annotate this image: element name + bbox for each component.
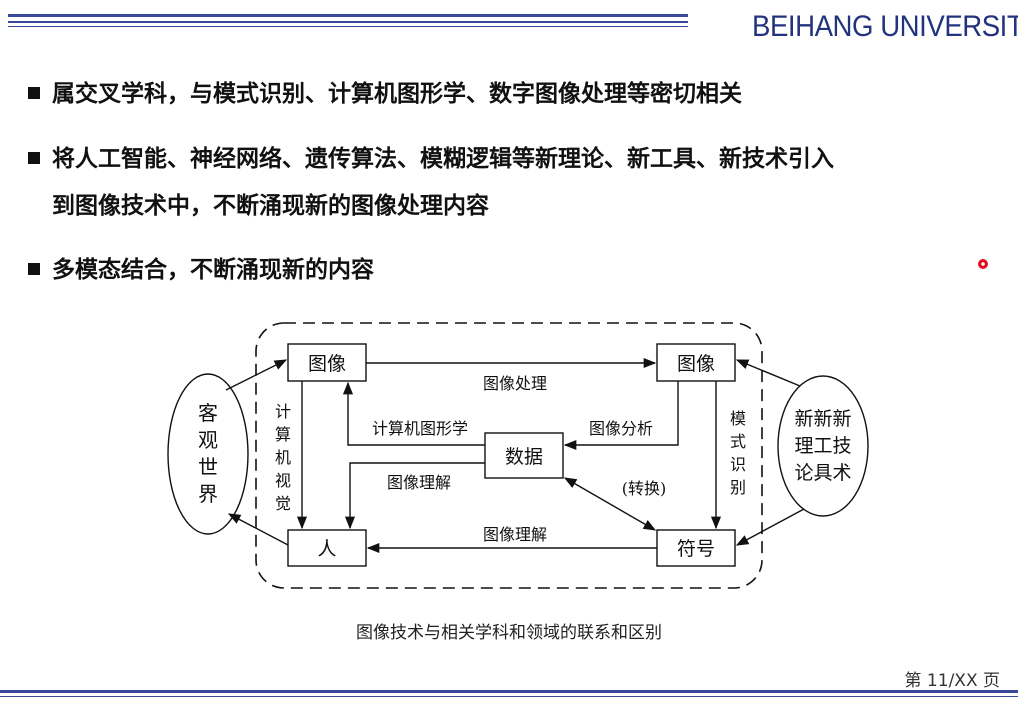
arrow — [563, 381, 679, 451]
arrow — [735, 508, 805, 546]
ellipse-text: 界 — [198, 482, 218, 506]
node-label-image-right: 图像 — [677, 353, 715, 375]
university-brand: BEIHANG UNIVERSIT — [752, 10, 1018, 43]
edge-label-computer-vision: 计 — [275, 402, 291, 421]
ellipse-objective-world — [167, 373, 249, 535]
laser-pointer-icon — [978, 259, 988, 269]
edge-label-image-understanding: 图像理解 — [483, 525, 547, 544]
box-person — [287, 529, 367, 567]
arrow — [225, 359, 288, 391]
bullet-text: 将人工智能、神经网络、遗传算法、模糊逻辑等新理论、新工具、新技术引入 — [52, 146, 834, 172]
page-number: 第 11/XX 页 — [904, 671, 1000, 691]
bullet-item: 将人工智能、神经网络、遗传算法、模糊逻辑等新理论、新工具、新技术引入 — [28, 139, 834, 173]
edge-label-computer-vision: 视 — [275, 471, 291, 490]
header-rule — [8, 21, 688, 23]
ellipse-text: 论具术 — [794, 462, 851, 484]
ellipse-text: 观 — [198, 428, 218, 452]
box-image-left — [287, 343, 367, 382]
box-image-right — [656, 343, 736, 382]
bullet-item: 属交叉学科，与模式识别、计算机图形学、数字图像处理等密切相关 — [28, 74, 742, 108]
ellipse-text: 理工技 — [794, 435, 851, 457]
edge-label-image-analysis: 图像分析 — [589, 419, 653, 438]
bullet-text-continued: 到图像技术中，不断涌现新的图像处理内容 — [52, 193, 489, 219]
bullet-square-icon — [28, 87, 40, 99]
edge-label-pattern-recognition: 模 — [730, 409, 746, 428]
edge-label-pattern-recognition: 识 — [730, 455, 746, 474]
node-label-symbol: 符号 — [677, 538, 715, 560]
arrow — [344, 462, 485, 530]
bullet-text: 属交叉学科，与模式识别、计算机图形学、数字图像处理等密切相关 — [52, 81, 742, 107]
header-rule — [8, 26, 688, 27]
ellipse-text: 客 — [198, 401, 218, 425]
edge-label-computer-vision: 觉 — [275, 494, 291, 513]
box-symbol — [656, 529, 736, 567]
figure-caption: 图像技术与相关学科和领域的联系和区别 — [356, 623, 662, 643]
header-rule — [8, 14, 688, 17]
bullet-text: 多模态结合，不断涌现新的内容 — [52, 257, 374, 283]
arrow — [227, 513, 289, 546]
edge-label-pattern-recognition: 别 — [730, 478, 746, 497]
ellipse-new-theory — [777, 375, 869, 517]
ellipse-text: 新新新 — [794, 408, 851, 430]
bullet-square-icon — [28, 152, 40, 164]
edge-label-transform: (转换) — [622, 479, 667, 498]
footer-rule — [0, 696, 1018, 697]
dashed-boundary — [255, 322, 763, 589]
edge-label-image-understanding: 图像理解 — [387, 473, 451, 492]
edge-label-image-processing: 图像处理 — [483, 374, 547, 393]
bullet-item: 多模态结合，不断涌现新的内容 — [28, 250, 374, 284]
arrow — [342, 381, 485, 446]
arrow — [735, 359, 801, 387]
edge-label-computer-graphics: 计算机图形学 — [372, 419, 468, 438]
ellipse-text: 世 — [198, 455, 218, 479]
box-data — [484, 432, 564, 479]
node-label-data: 数据 — [505, 446, 543, 468]
edge-label-computer-vision: 机 — [275, 448, 291, 467]
bullet-square-icon — [28, 263, 40, 275]
node-label-image-left: 图像 — [308, 353, 346, 375]
node-label-person: 人 — [317, 538, 336, 560]
edge-label-computer-vision: 算 — [275, 425, 291, 444]
arrow — [563, 477, 657, 531]
edge-label-pattern-recognition: 式 — [730, 432, 746, 451]
footer-rule — [0, 690, 1018, 693]
